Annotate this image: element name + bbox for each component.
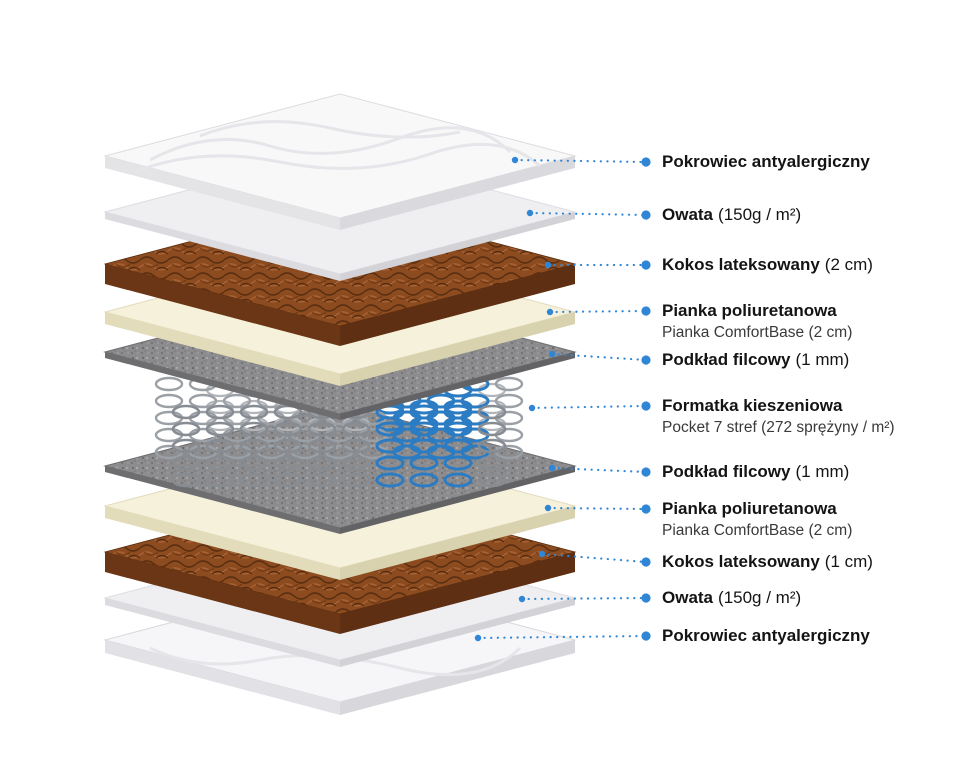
label-owata-bottom: Owata(150g / m²) — [662, 587, 801, 609]
label-bold: Owata — [662, 205, 714, 224]
label-bold: Formatka kieszeniowa — [662, 396, 843, 415]
label-subline: Pocket 7 stref (272 sprężyny / m²) — [662, 419, 895, 436]
leader-lines — [474, 156, 651, 642]
label-bold: Kokos lateksowany — [662, 552, 820, 571]
label-foam-bottom: Pianka poliuretanowa Pianka ComfortBase … — [662, 498, 852, 541]
label-subline: Pianka ComfortBase (2 cm) — [662, 324, 853, 341]
label-value: (150g / m²) — [718, 588, 802, 607]
label-value: (1 cm) — [824, 552, 873, 571]
label-kokos-top: Kokos lateksowany(2 cm) — [662, 254, 873, 276]
label-bold: Kokos lateksowany — [662, 255, 820, 274]
label-value: (150g / m²) — [718, 205, 802, 224]
label-felt-top: Podkład filcowy(1 mm) — [662, 349, 849, 371]
label-value: (2 cm) — [824, 255, 873, 274]
label-kokos-bottom: Kokos lateksowany(1 cm) — [662, 551, 873, 573]
label-bold: Pianka poliuretanowa — [662, 301, 837, 320]
label-value: (1 mm) — [795, 462, 850, 481]
label-foam-top: Pianka poliuretanowa Pianka ComfortBase … — [662, 300, 852, 343]
label-subline: Pianka ComfortBase (2 cm) — [662, 522, 853, 539]
label-owata-top: Owata(150g / m²) — [662, 204, 801, 226]
label-felt-bottom: Podkład filcowy(1 mm) — [662, 461, 849, 483]
label-cover-top: Pokrowiec antyalergiczny — [662, 151, 870, 173]
label-bold: Pokrowiec antyalergiczny — [662, 152, 870, 171]
leader-start-dots — [474, 156, 556, 642]
leader-end-dots — [641, 157, 651, 641]
label-bold: Pokrowiec antyalergiczny — [662, 626, 870, 645]
label-cover-bottom: Pokrowiec antyalergiczny — [662, 625, 870, 647]
label-bold: Podkład filcowy — [662, 462, 791, 481]
label-bold: Owata — [662, 588, 714, 607]
label-springs: Formatka kieszeniowa Pocket 7 stref (272… — [662, 395, 895, 438]
label-bold: Podkład filcowy — [662, 350, 791, 369]
layer-cover-top — [103, 93, 577, 230]
label-bold: Pianka poliuretanowa — [662, 499, 837, 518]
label-value: (1 mm) — [795, 350, 850, 369]
